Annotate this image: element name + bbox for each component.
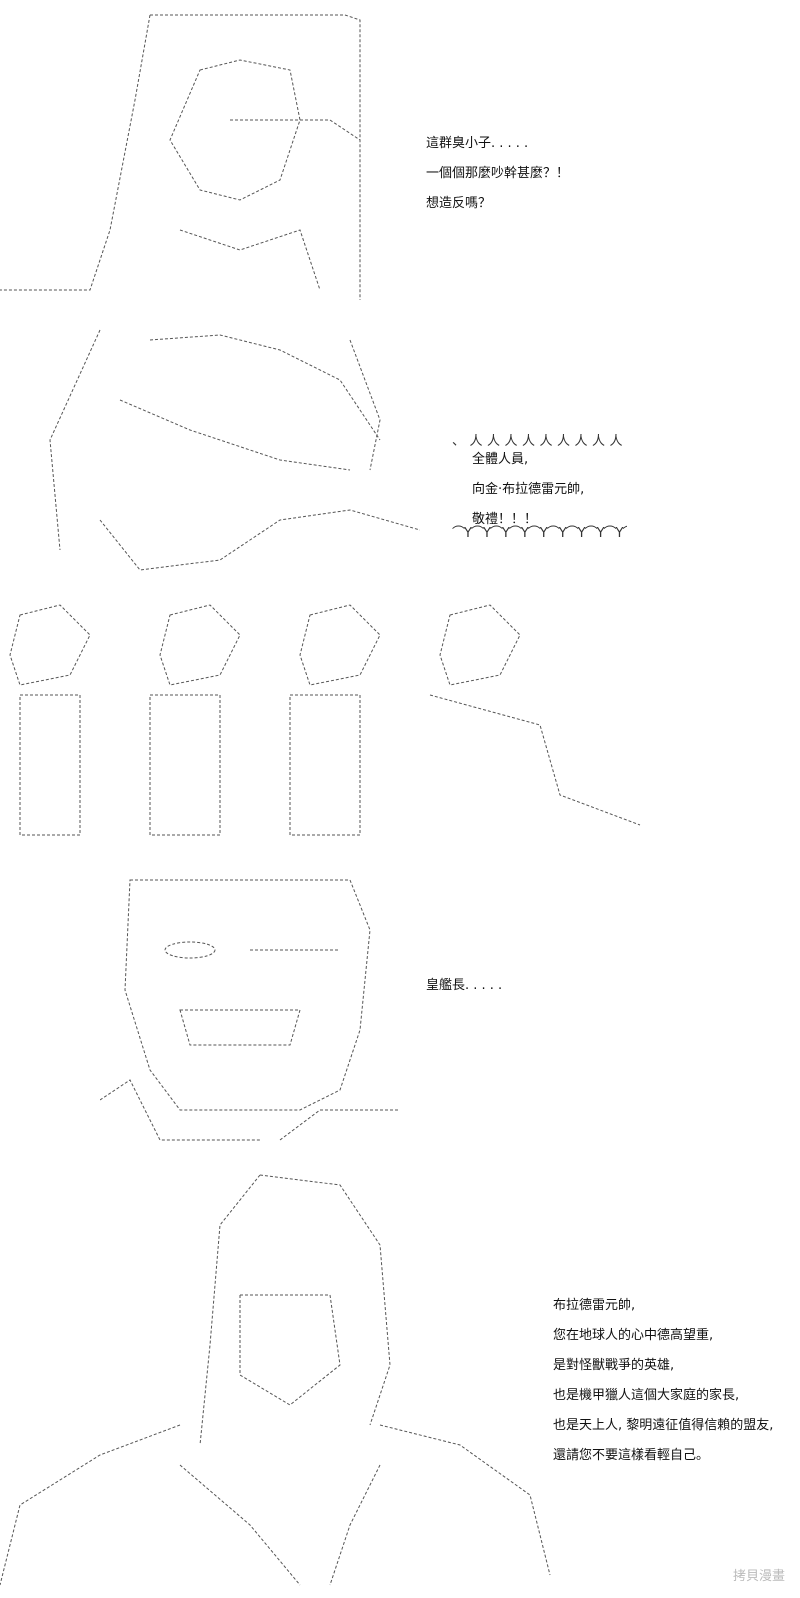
dialogue-line: 布拉德雷元帥, [553,1298,636,1313]
ascii-art-officer-salute [20,320,421,580]
dialogue-line: 這群臭小子. . . . . [426,136,529,151]
dialogue-line: 想造反嗎？ [426,196,492,211]
dialogue-line: 還請您不要這樣看輕自己。 [553,1448,710,1463]
ascii-art-commander [0,0,420,300]
dialogue-line: 皇艦長. . . . . [426,978,503,993]
ascii-art-woman [0,1165,560,1594]
dialogue-line: 您在地球人的心中德高望重, [553,1328,714,1343]
bubble-line: 敬禮！！！ [472,512,538,527]
bubble-line: 向金·布拉德雷元帥, [472,482,585,497]
bubble-line: 全體人員, [472,452,529,467]
ascii-art-saluting-soldiers [0,595,680,855]
dialogue-line: 一個個那麼吵幹甚麼？！ [426,166,570,181]
ascii-art-face-closeup [99,870,410,1155]
dialogue-line: 是對怪獸戰爭的英雄, [553,1358,675,1373]
dialogue-line: 也是機甲獵人這個大家庭的家長, [553,1388,740,1403]
speech-bubble: 、_人_人_人_人_人_人_人_人_人_人_人_ ⌒Y⌒Y⌒Y⌒Y⌒Y⌒Y⌒Y⌒… [452,434,627,538]
dialogue-line: 也是天上人, 黎明遠征值得信賴的盟友, [553,1418,774,1433]
watermark: 拷貝漫畫 [733,1569,786,1584]
